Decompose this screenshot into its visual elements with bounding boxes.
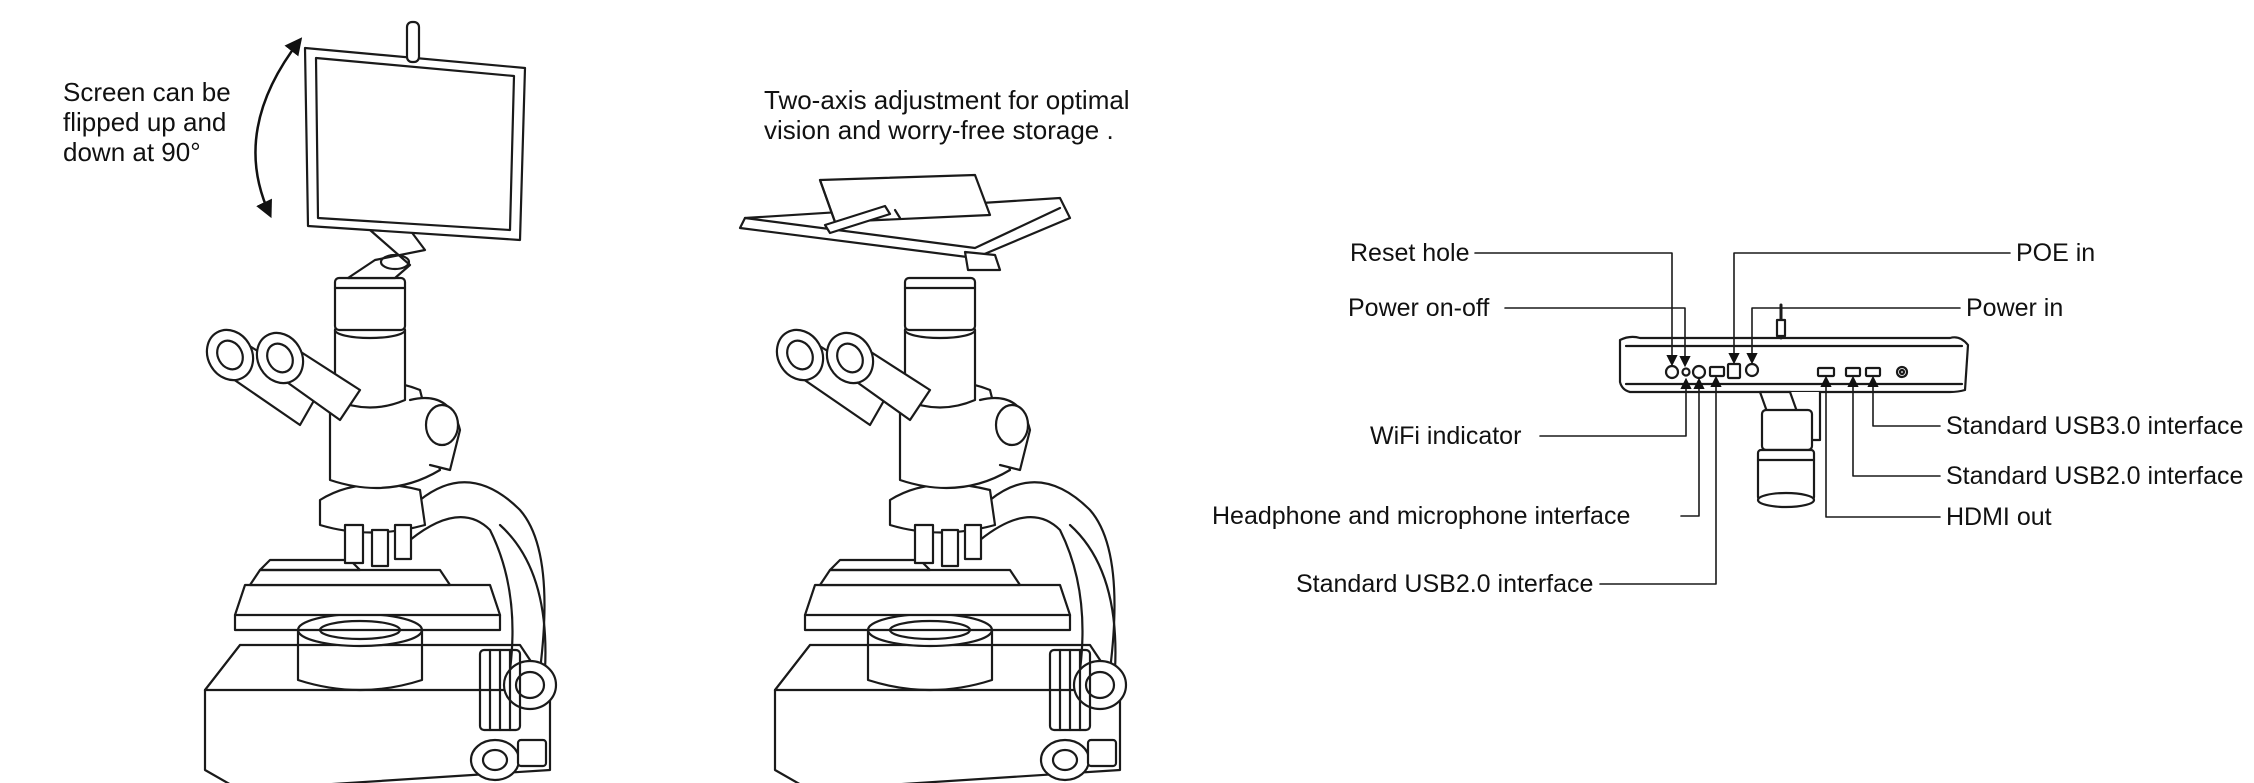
callout-usb2-right: Standard USB2.0 interface [1946, 462, 2244, 490]
storage-caption: Two-axis adjustment for optimal vision a… [764, 85, 1130, 145]
flip-caption-line-1: Screen can be [63, 77, 231, 107]
microscope-left [196, 20, 558, 783]
flip-caption: Screen can be flipped up and down at 90° [63, 77, 231, 167]
monitor-back-panel [1618, 303, 1970, 509]
callout-reset-hole: Reset hole [1350, 239, 1470, 267]
callout-leaders [1474, 252, 2011, 585]
storage-caption-line-1: Two-axis adjustment for optimal [764, 85, 1130, 115]
storage-caption-line-2: vision and worry-free storage . [764, 115, 1114, 145]
callout-power-in: Power in [1966, 294, 2064, 322]
microscope-middle [738, 173, 1128, 783]
flip-caption-line-3: down at 90° [63, 137, 201, 167]
flip-arrow [254, 37, 303, 219]
callout-power-on-off: Power on-off [1348, 294, 1490, 322]
callout-headphone-mic: Headphone and microphone interface [1212, 502, 1631, 530]
flip-caption-line-2: flipped up and [63, 107, 227, 137]
callout-usb3: Standard USB3.0 interface [1946, 412, 2244, 440]
wifi-indicator-icon [1681, 367, 1691, 377]
callout-wifi-indicator: WiFi indicator [1370, 422, 1522, 450]
callout-usb2-left: Standard USB2.0 interface [1296, 570, 1594, 598]
callout-hdmi-out: HDMI out [1946, 503, 2052, 531]
callout-poe-in: POE in [2016, 239, 2096, 267]
